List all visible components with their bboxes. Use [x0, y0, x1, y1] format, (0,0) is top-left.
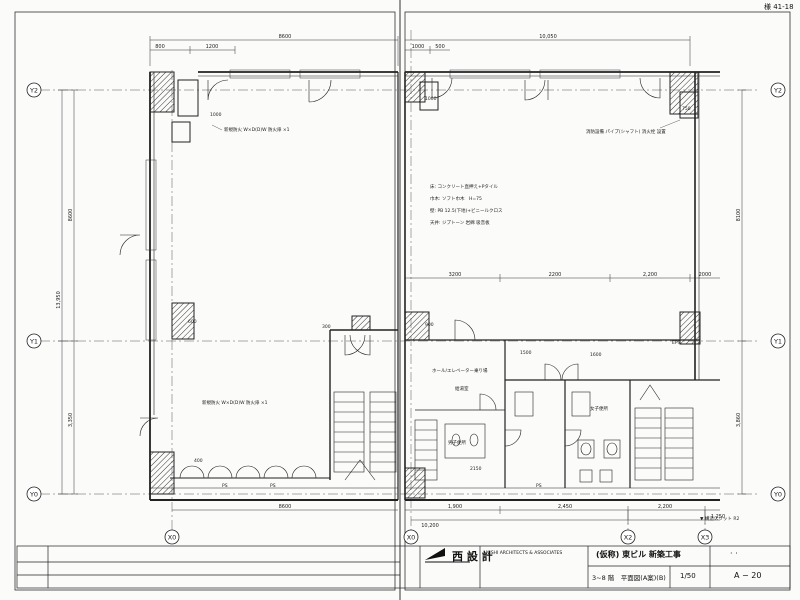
dim-bottom-right-c: 2,200	[658, 504, 672, 510]
toilet-fixtures	[444, 391, 621, 483]
sheet-border-right	[404, 11, 791, 591]
door-tag-2: 900	[425, 322, 434, 328]
office-subtitle: NISHI ARCHITECTS & ASSOCIATES	[486, 551, 563, 556]
note-finish-4: 天井: ジプトーン 岩綿 吸音板	[430, 219, 490, 226]
label-ps-left-2: PS	[270, 483, 276, 489]
dim-small-2: 600	[188, 319, 197, 325]
leader-right-top	[659, 119, 681, 129]
dim-left-v-upper: 8600	[68, 209, 74, 222]
door-tag-1: 1000	[425, 96, 437, 102]
window-openings-right	[449, 69, 621, 79]
column-mid-left	[171, 302, 195, 340]
label-ps-left: PS	[222, 483, 228, 489]
dim-top-right-a: 1000	[412, 44, 425, 50]
grid-label-x2: X2	[624, 534, 633, 542]
dim-small-6: 1600	[590, 352, 602, 358]
grid-label-y2-right: Y2	[773, 87, 782, 95]
drawing-number: A − 20	[734, 571, 762, 580]
grid-label-x3: X3	[701, 534, 710, 542]
column-nw-right	[404, 71, 426, 103]
title-block-frame	[16, 545, 791, 589]
bottom-note: ▼ 構造スリット R2	[700, 515, 739, 522]
title-dots: · ·	[730, 549, 738, 558]
grid-label-y1-right: Y1	[773, 338, 782, 346]
note-left-top: 新規防火 W×D(D)W 防火扉 ×1	[224, 126, 290, 133]
dim-mid-d: 2000	[699, 272, 712, 278]
dim-bottom-right-total: 10,200	[421, 523, 439, 529]
column-nw-left	[149, 71, 175, 113]
room-hall: ホール/エレベーター乗り場	[432, 367, 488, 374]
dim-top-left-b: 1200	[206, 44, 219, 50]
right-plan-walls	[404, 71, 720, 501]
stair-center	[414, 419, 438, 481]
dim-small-5: 2150	[470, 466, 482, 472]
shaft-small-left	[171, 121, 191, 143]
dim-top-left-a: 800	[155, 44, 165, 50]
room-ps-right: PS	[536, 483, 542, 489]
grid-label-y1-left: Y1	[29, 338, 38, 346]
project-title: (仮称) 東ビル 新築工事	[596, 550, 681, 559]
note-finish-3: 壁: PB 12.5(下地)+ビニールクロス	[430, 207, 503, 214]
grid-bubbles	[26, 82, 786, 545]
room-wc-m: 男子便所	[448, 439, 466, 446]
drawing-scale: 1/50	[680, 572, 696, 580]
column-ne-right	[669, 71, 699, 115]
dimension-lines	[58, 36, 746, 524]
doors-left	[119, 79, 371, 479]
grid-label-y0-left: Y0	[29, 491, 38, 499]
dim-top-right-b: 500	[435, 44, 445, 50]
shaft-ps-right	[419, 81, 439, 111]
dim-top-right-total: 10,050	[539, 34, 557, 40]
drawing-title: 3~8 階 平面図(A案)(B)	[592, 574, 666, 582]
grid-label-y2-left: Y2	[29, 87, 38, 95]
column-mid-right	[404, 311, 430, 341]
sheet-border-left	[14, 11, 396, 591]
dim-bottom-right-a: 1,900	[448, 504, 462, 510]
grid-label-x0-right: X0	[407, 534, 416, 542]
shaft-eps-right	[679, 91, 699, 119]
room-eps: EPS	[672, 340, 681, 346]
door-tag-3: 750	[682, 106, 691, 112]
left-plan-walls	[149, 71, 399, 501]
dim-left-v-lower: 3,350	[68, 413, 74, 427]
stair-left	[333, 391, 397, 481]
dim-left-v-total: 13,950	[56, 291, 62, 309]
note-left-mid: 新規防火 W×D(D)W 防火扉 ×1	[202, 399, 268, 406]
dim-small-3: 400	[194, 458, 203, 464]
room-office: 給湯室	[455, 385, 469, 392]
stair-right	[634, 384, 694, 481]
dim-bottom-right-d: 1,250	[711, 514, 725, 520]
grid-label-y0-right: Y0	[773, 491, 782, 499]
dim-small-1: 1000	[210, 112, 222, 118]
window-openings-left	[145, 69, 361, 341]
dim-mid-b: 2200	[549, 272, 562, 278]
column-sw-left	[149, 451, 175, 495]
grid-label-x0-left: X0	[168, 534, 177, 542]
column-mid-right-2	[679, 311, 701, 345]
room-wc-f: 女子便所	[590, 405, 608, 412]
note-finish-2: 巾木: ソフト巾木 H=75	[430, 195, 482, 202]
office-name: 西 設 計	[452, 550, 493, 563]
note-finish-1: 床: コンクリート直押え+Pタイル	[430, 183, 498, 190]
dim-bottom-right-b: 2,450	[558, 504, 572, 510]
note-right-top: 消防設備 パイプ(シャフト) 消火栓 設置	[586, 128, 666, 135]
shaft-ps-left	[177, 79, 199, 117]
dim-right-v-upper: 8100	[736, 209, 742, 222]
dim-bottom-left: 8600	[279, 504, 292, 510]
dim-top-left-total: 8600	[279, 34, 292, 40]
doors-right	[431, 77, 661, 447]
dim-small-7: 1500	[520, 350, 532, 356]
leader-left-top	[211, 124, 223, 131]
office-logo-mark	[425, 548, 445, 560]
sheet-reference: 様 41-18	[764, 3, 794, 11]
dim-right-v-lower: 3,860	[736, 413, 742, 427]
column-top-mid-left	[351, 315, 371, 331]
dim-mid-c: 2,200	[643, 272, 657, 278]
dim-small-4: 300	[322, 324, 331, 330]
dim-mid-a: 3200	[449, 272, 462, 278]
